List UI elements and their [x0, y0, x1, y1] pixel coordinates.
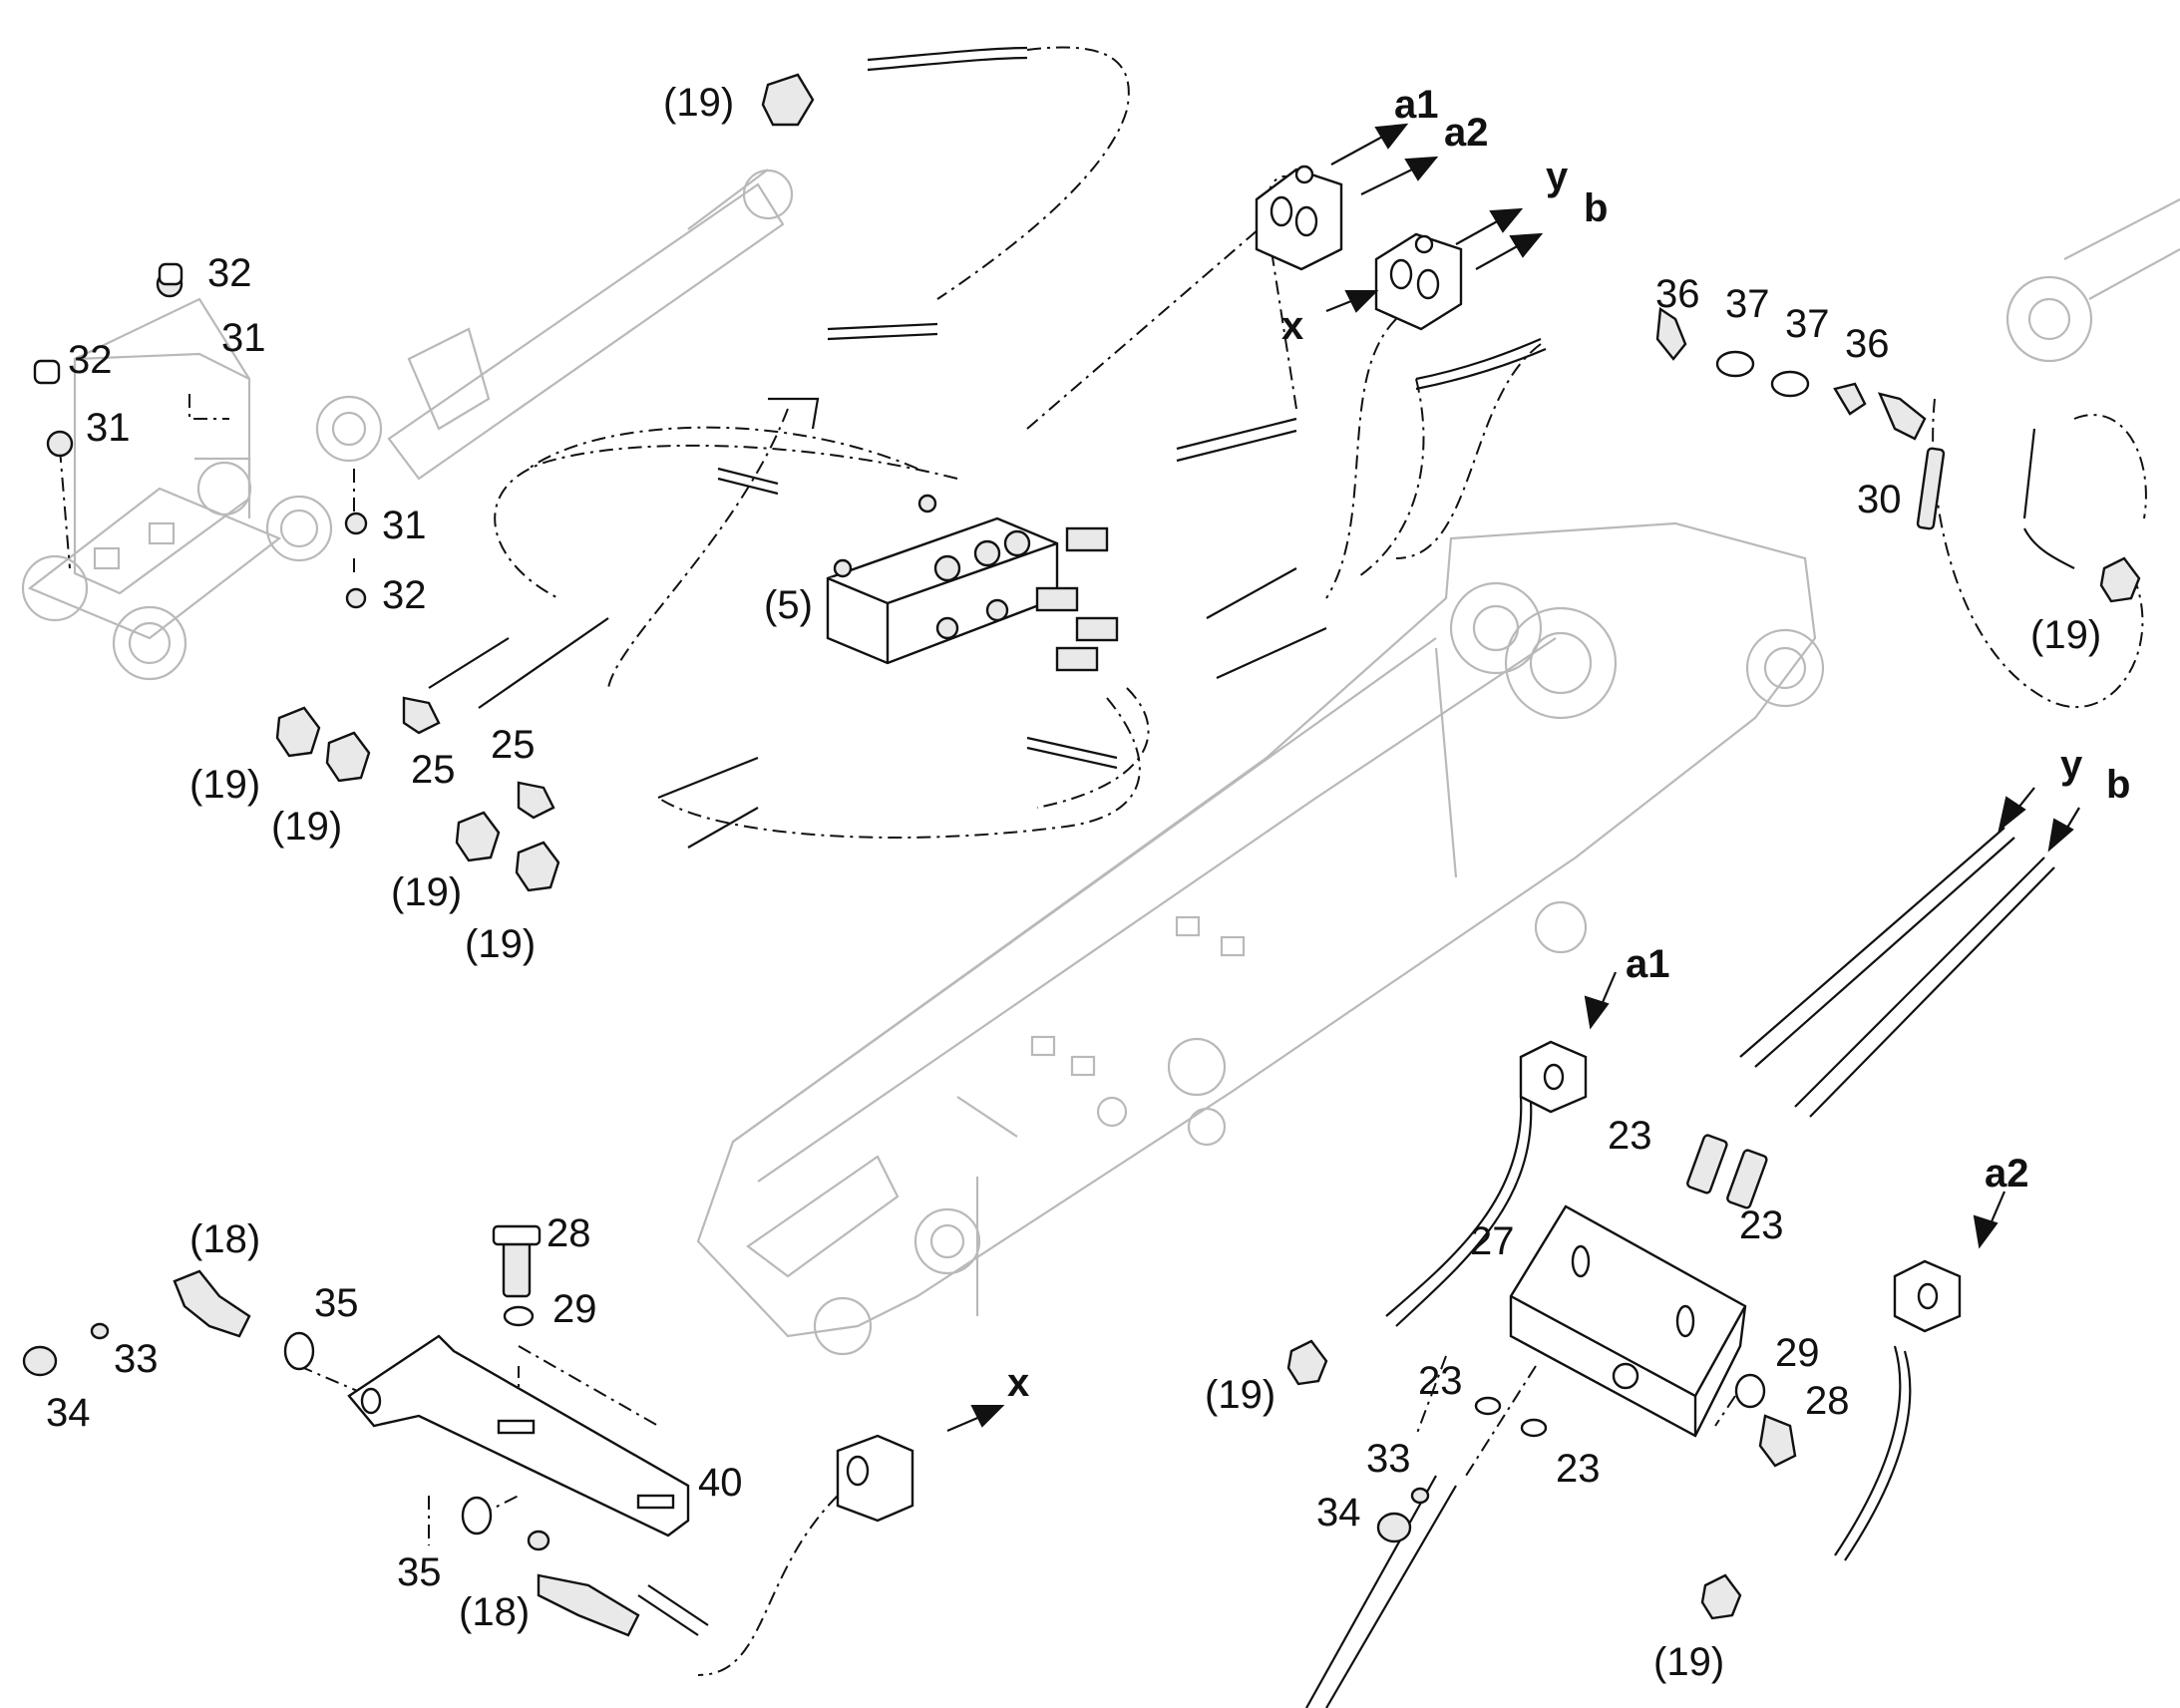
callout-37: 37 — [1725, 282, 1770, 326]
clamp-x-lower — [836, 1434, 914, 1523]
callout-40: 40 — [698, 1461, 743, 1505]
callout-19: (19) — [189, 763, 260, 807]
callout-31: 31 — [221, 316, 266, 360]
callout-23: 23 — [1739, 1203, 1784, 1247]
arm-end-ghost — [2005, 198, 2180, 363]
boom-arm-ghost — [696, 521, 1825, 1356]
clamp-a1-lower — [1519, 1040, 1588, 1114]
callout-34: 34 — [1316, 1491, 1361, 1535]
callout-32: 32 — [382, 573, 427, 617]
clamp-b — [1374, 232, 1463, 331]
callout-19: (19) — [271, 805, 342, 849]
small-parts — [22, 262, 1946, 1637]
callout-36: 36 — [1845, 322, 1890, 366]
callout-35: 35 — [397, 1550, 442, 1594]
callout-19: (19) — [663, 81, 734, 125]
callout-23: 23 — [1556, 1447, 1601, 1491]
callout-28: 28 — [1805, 1379, 1850, 1423]
callout-19: (19) — [2030, 613, 2101, 657]
callout-32: 32 — [68, 338, 113, 382]
ref-a1: a1 — [1394, 83, 1439, 127]
ref-a2: a2 — [1444, 111, 1489, 155]
callout-28: 28 — [546, 1211, 591, 1255]
bracket-40 — [347, 1334, 690, 1537]
callout-31: 31 — [382, 504, 427, 547]
callout-labels: (19) 32 31 32 31 31 32 (5) (19) (19) 25 … — [46, 81, 2130, 1684]
callout-23: 23 — [1608, 1114, 1652, 1158]
callout-25: 25 — [491, 723, 536, 767]
ref-b-lower: b — [2106, 763, 2130, 807]
callout-27: 27 — [1470, 1219, 1515, 1263]
callout-32: 32 — [207, 251, 252, 295]
callout-29: 29 — [1775, 1331, 1820, 1375]
callout-35: 35 — [314, 1281, 359, 1325]
ref-y-lower: y — [2060, 743, 2083, 787]
cylinder-ghost — [315, 169, 794, 481]
callout-19: (19) — [391, 870, 462, 914]
callout-18: (18) — [189, 1217, 260, 1261]
reference-arrows — [946, 123, 2080, 1433]
callout-30: 30 — [1857, 478, 1902, 521]
callout-29: 29 — [552, 1287, 597, 1331]
crossbar-ghost — [21, 297, 333, 681]
ref-x: x — [1281, 304, 1303, 348]
callout-19: (19) — [465, 922, 536, 966]
ref-a1-lower: a1 — [1626, 942, 1670, 986]
routing-lines — [59, 46, 2147, 1676]
callout-18: (18) — [459, 1590, 530, 1634]
ref-x-lower: x — [1007, 1361, 1029, 1405]
bracket-27 — [1509, 1204, 1747, 1438]
callout-19: (19) — [1653, 1640, 1724, 1684]
clamp-a — [1255, 165, 1343, 271]
callout-25: 25 — [411, 748, 456, 792]
hose-lines — [428, 46, 2075, 1708]
ref-y: y — [1546, 155, 1569, 198]
callout-19: (19) — [1205, 1373, 1275, 1417]
ref-b: b — [1584, 186, 1608, 230]
callout-23: 23 — [1418, 1359, 1463, 1403]
distributor-block — [826, 494, 1119, 672]
clamp-a2-lower — [1893, 1259, 1962, 1333]
grease-fittings — [275, 73, 2141, 1620]
callout-33: 33 — [114, 1337, 159, 1381]
callout-31: 31 — [86, 406, 131, 450]
callout-36: 36 — [1655, 272, 1700, 316]
callout-5: (5) — [764, 583, 813, 627]
ref-a2-lower: a2 — [1985, 1152, 2029, 1196]
callout-34: 34 — [46, 1391, 91, 1435]
callout-37: 37 — [1785, 302, 1830, 346]
callout-33: 33 — [1366, 1437, 1411, 1481]
